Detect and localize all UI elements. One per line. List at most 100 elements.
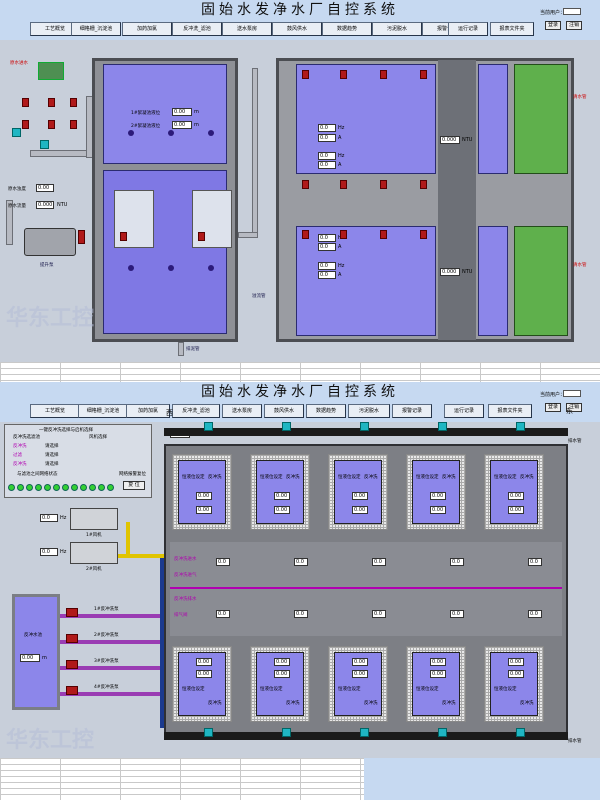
row3-select[interactable]: 请选择 — [45, 462, 59, 467]
g-v7: 0.0 — [294, 610, 308, 618]
sludge-label: 排泥管 — [186, 347, 200, 352]
filter-valve-c3[interactable] — [380, 180, 387, 189]
g-valve-3[interactable] — [360, 422, 369, 431]
row1-select[interactable]: 请选择 — [45, 444, 59, 449]
g-valve-10[interactable] — [516, 728, 525, 737]
hz-1-unit: Hz — [338, 125, 345, 131]
filter-valve-c4[interactable] — [420, 180, 427, 189]
valve-3[interactable] — [70, 98, 77, 107]
blower-1-icon[interactable] — [70, 508, 118, 530]
filter-valve-b1[interactable] — [302, 230, 309, 239]
filter-valve-a4[interactable] — [420, 70, 427, 79]
nav2-pump-room[interactable]: 送水泵房 — [222, 404, 262, 418]
g-row3-label-1: 反冲洗排水 — [174, 597, 197, 602]
g-v10: 0.0 — [528, 610, 542, 618]
pump-2-icon[interactable] — [66, 634, 78, 643]
g-valve-9[interactable] — [438, 728, 447, 737]
nav2-reports[interactable]: 报表文件夹 — [488, 404, 532, 418]
valve-4[interactable] — [22, 120, 29, 129]
filter-valve-c1[interactable] — [302, 180, 309, 189]
sed-valve-2[interactable] — [168, 265, 174, 271]
flocc-valve-2[interactable] — [168, 130, 174, 136]
g-valve-5[interactable] — [516, 422, 525, 431]
select-filter-label: 反冲洗选滤池 — [13, 435, 40, 440]
nav-backwash-filter[interactable]: 反冲洗_滤池 — [172, 22, 222, 36]
pump-1-icon[interactable] — [66, 608, 78, 617]
nav2-backwash-filter[interactable]: 反冲洗_滤池 — [172, 404, 220, 418]
pump-valve[interactable] — [78, 230, 85, 244]
valve-1[interactable] — [22, 98, 29, 107]
f7-mode-label: 反冲洗 — [286, 701, 300, 706]
net-led-2 — [17, 484, 24, 491]
blower1-hz: 0.0 — [40, 514, 58, 522]
nav2-dosing[interactable]: 加药加氯 — [126, 404, 170, 418]
select-fan-label: 风机选择 — [89, 435, 107, 440]
row2-select[interactable]: 请选择 — [45, 453, 59, 458]
g-valve-4[interactable] — [438, 422, 447, 431]
sed-pump-1[interactable] — [120, 232, 127, 241]
lift-pump-icon[interactable] — [24, 228, 76, 256]
nav-trend[interactable]: 数据趋势 — [322, 22, 372, 36]
turbidity-label: 原水浊度 — [8, 187, 26, 192]
filter-valve-a1[interactable] — [302, 70, 309, 79]
logout-button-2[interactable]: 注销 — [566, 403, 582, 412]
nav-reports[interactable]: 报表文件夹 — [490, 22, 534, 36]
nav2-blower[interactable]: 鼓风供水 — [264, 404, 304, 418]
nav-blower[interactable]: 鼓风供水 — [272, 22, 322, 36]
filter-valve-b3[interactable] — [380, 230, 387, 239]
valve-cyan-2[interactable] — [40, 140, 49, 149]
valve-5[interactable] — [48, 120, 55, 129]
nav-pump-room[interactable]: 送水泵房 — [222, 22, 272, 36]
a-3-unit: A — [338, 244, 342, 250]
current-user-label: 当前用户： — [540, 10, 566, 16]
f9-mode-label: 反冲洗 — [442, 701, 456, 706]
sed-pump-2[interactable] — [198, 232, 205, 241]
filter-valve-a3[interactable] — [380, 70, 387, 79]
flocc-valve-3[interactable] — [208, 130, 214, 136]
pump-3-icon[interactable] — [66, 660, 78, 669]
f2-mode-label: 反冲洗 — [286, 475, 300, 480]
blower-1-label: 1#风机 — [86, 533, 102, 538]
logout-button[interactable]: 注销 — [566, 21, 582, 30]
f3-set-label: 恒液位设定 — [338, 475, 361, 480]
filter-valve-b4[interactable] — [420, 230, 427, 239]
flocc-valve-1[interactable] — [128, 130, 134, 136]
nav2-process-overview[interactable]: 工艺概览 — [30, 404, 80, 418]
nav2-trend[interactable]: 数据趋势 — [306, 404, 346, 418]
nav2-run-log[interactable]: 运行记录 — [444, 404, 484, 418]
nav-bar: 工艺概览 细格栅_沉淀池 加药加氯 反冲洗_滤池 送水泵房 鼓风供水 数据趋势 … — [0, 20, 600, 40]
nav2-alarm[interactable]: 报警记录 — [392, 404, 432, 418]
g-valve-8[interactable] — [360, 728, 369, 737]
valve-6[interactable] — [70, 120, 77, 129]
nav-grille-sedimentation[interactable]: 细格栅_沉淀池 — [71, 22, 121, 36]
filter-valve-c2[interactable] — [340, 180, 347, 189]
login-button-2[interactable]: 登录 — [545, 403, 561, 412]
g-row1-label-1: 反冲洗进水 — [174, 557, 197, 562]
valve-cyan-1[interactable] — [12, 128, 21, 137]
nav2-sludge[interactable]: 污泥脱水 — [348, 404, 390, 418]
valve-2[interactable] — [48, 98, 55, 107]
nav-run-log[interactable]: 运行记录 — [448, 22, 488, 36]
sed-valve-1[interactable] — [128, 265, 134, 271]
g-valve-6[interactable] — [204, 728, 213, 737]
nav-dosing[interactable]: 加药加氯 — [122, 22, 172, 36]
filter-valve-a2[interactable] — [340, 70, 347, 79]
f2-head: 0.00 — [274, 506, 290, 514]
pump-4-icon[interactable] — [66, 686, 78, 695]
ntu-unit: NTU — [57, 202, 68, 208]
g-valve-1[interactable] — [204, 422, 213, 431]
g-valve-7[interactable] — [282, 728, 291, 737]
filter-valve-b2[interactable] — [340, 230, 347, 239]
nav2-grille-sedimentation[interactable]: 细格栅_沉淀池 — [78, 404, 128, 418]
g-valve-2[interactable] — [282, 422, 291, 431]
connector-pipe-h — [238, 232, 258, 238]
net-reset-button[interactable]: 复 位 — [123, 481, 145, 490]
nav-sludge[interactable]: 污泥脱水 — [372, 22, 422, 36]
a-4: 0.0 — [318, 271, 336, 279]
login-button[interactable]: 登录 — [545, 21, 561, 30]
net-led-11 — [98, 484, 105, 491]
blower-2-icon[interactable] — [70, 542, 118, 564]
row2-label: 过滤 — [13, 453, 22, 458]
sed-valve-3[interactable] — [208, 265, 214, 271]
app-title-2: 固始水发净水厂自控系统 — [0, 382, 600, 402]
